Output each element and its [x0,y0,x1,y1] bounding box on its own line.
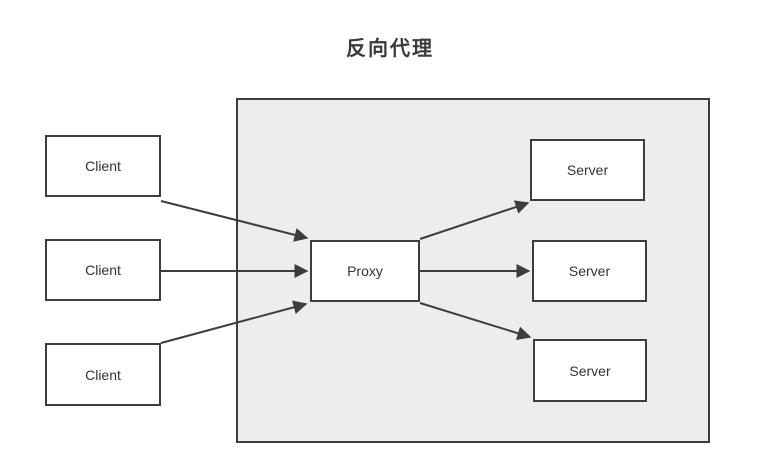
proxy-label: Proxy [347,263,383,279]
server-1-label: Server [566,162,609,178]
client-node-3: Client [45,343,161,406]
client-2-label: Client [85,262,121,278]
server-node-2: Server [532,240,647,302]
server-3-label: Server [569,362,611,379]
client-node-2: Client [45,239,161,301]
server-2-label: Server [568,263,611,279]
client-1-label: Client [85,158,121,174]
server-node-3: Server [533,339,647,402]
server-node-1: Server [530,139,645,201]
client-node-1: Client [45,135,161,197]
client-3-label: Client [85,366,121,383]
proxy-node: Proxy [310,240,420,302]
diagram-title: 反向代理 [346,38,434,60]
